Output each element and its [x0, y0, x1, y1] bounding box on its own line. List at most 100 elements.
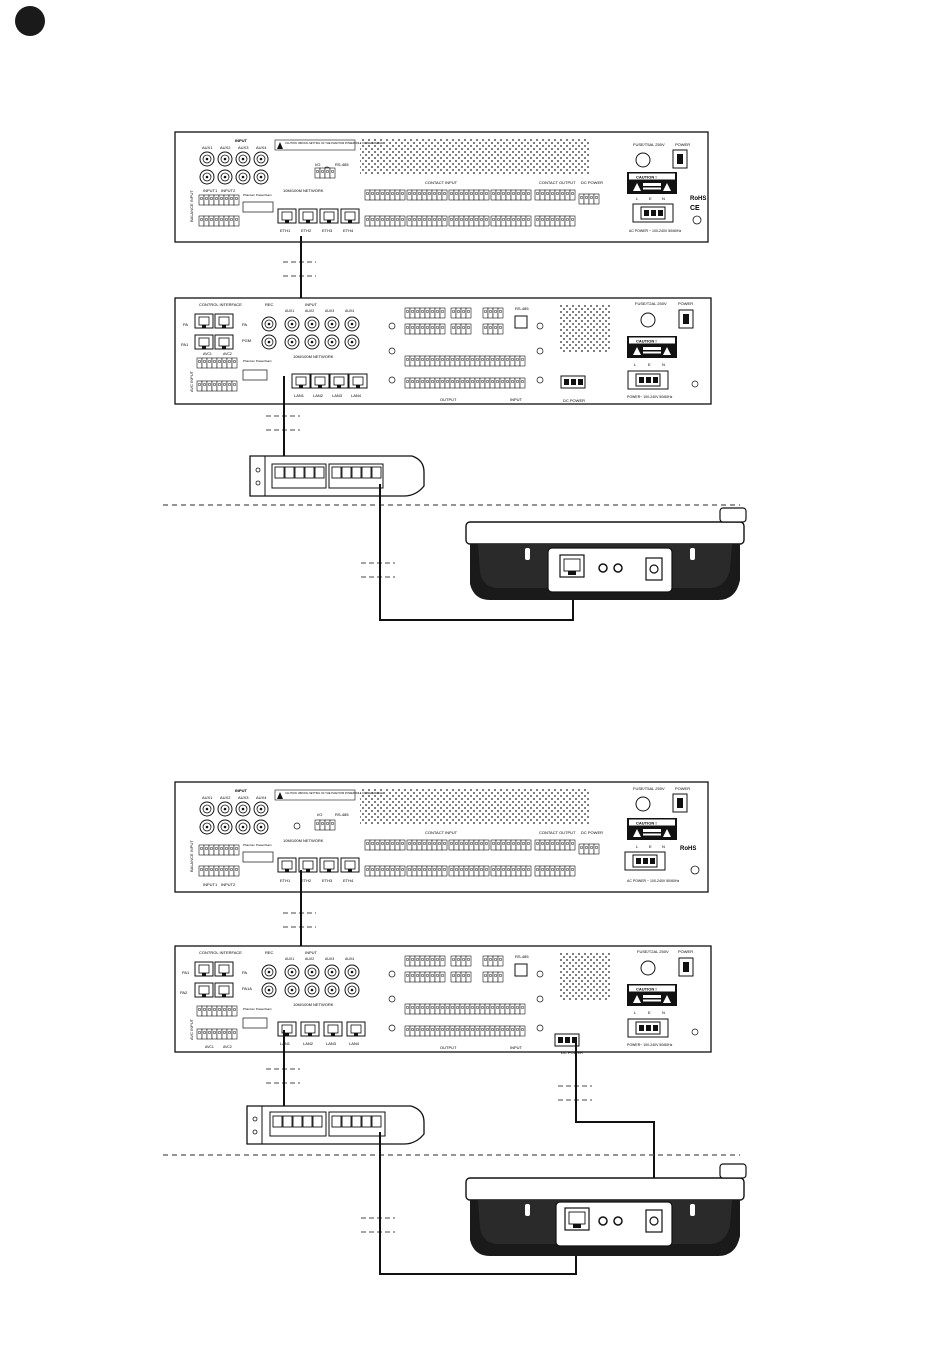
panel-label: ETH4 [343, 878, 354, 883]
matrix-unit-top: INPUT AUX1 AUX2 AUX3 AUX4 CAUTION: WRONG… [174, 131, 709, 243]
panel-label: REC [265, 950, 274, 955]
panel-label: LAN3 [326, 1041, 337, 1046]
matrix-input-title: INPUT [235, 138, 248, 143]
panel-label: CAUTION ! [636, 821, 657, 826]
panel-label: LAN2 [313, 393, 324, 398]
panel-label: LAN4 [351, 393, 362, 398]
eth-ports: ETH1 ETH2 ETH3 ETH4 [277, 208, 360, 233]
panel-label: POWER~ 100-240V 50/60Hz [627, 1043, 673, 1047]
panel-label: L [634, 362, 637, 367]
panel-label: ETH3 [322, 878, 333, 883]
matrix-unit-bottom: INPUT AUX1 AUX2 AUX3 AUX4 CAUTION: WRONG… [174, 781, 709, 893]
panel-label: AVC2 [223, 1045, 232, 1049]
panel-label: POWER [675, 142, 690, 147]
console-top [465, 507, 747, 600]
panel-label: FUSE/T2AL 250V [637, 949, 669, 954]
panel-label: POWER~ 100-240V 50/60Hz [627, 395, 673, 399]
network-switch-bottom [246, 1105, 425, 1145]
panel-label: AUX3 [325, 957, 334, 961]
panel-label: FUSE/T2AL 250V [635, 301, 667, 306]
panel-label: INPUT [235, 788, 248, 793]
panel-label: ETH1 [280, 878, 291, 883]
lan-ports: LAN1 LAN2 LAN3 LAN4 [291, 373, 368, 398]
svg-text:RoHS: RoHS [680, 846, 696, 852]
panel-label: PA1 [182, 970, 190, 975]
panel-label: I/O [317, 812, 322, 817]
panel-label: PA [242, 322, 247, 327]
panel-label: CONTACT OUTPUT [539, 180, 576, 185]
panel-label: PA1A [242, 986, 252, 991]
panel-label: PA2 [180, 990, 188, 995]
panel-label: E [648, 362, 651, 367]
panel-label: AUX1 [285, 957, 294, 961]
panel-label: AUX4 [256, 795, 267, 800]
panel-label: CONTACT INPUT [425, 180, 458, 185]
panel-label: OUTPUT [440, 397, 457, 402]
panel-label: CAUTION ! [636, 987, 657, 992]
pa-ports: PA PA1 PA PGM [181, 313, 251, 350]
panel-label: E [649, 844, 652, 849]
panel-label: AC POWER ~ 100-240V 50/60Hz [629, 229, 681, 233]
panel-label: L [636, 844, 639, 849]
panel-label: PA [183, 322, 188, 327]
panel-label: Phantom Power/Gain [243, 359, 272, 363]
panel-label: ETH1 [280, 228, 291, 233]
panel-label: L [634, 1010, 637, 1015]
panel-label: AUX2 [305, 957, 314, 961]
panel-label: BALANCE INPUT [189, 190, 194, 222]
panel-label: AVC1 [205, 1045, 214, 1049]
panel-label: INPUT [510, 1045, 523, 1050]
panel-label: 10M/100M NETWORK [283, 188, 324, 193]
panel-label: LAN2 [303, 1041, 314, 1046]
panel-label: AC POWER ~ 100-240V 50/60Hz [627, 879, 679, 883]
controller-unit-bottom: CONTROL INTERFACE PA1 PA2 PA PA1A AVC1 A… [174, 945, 712, 1055]
controller-unit-top: CONTROL INTERFACE PA PA1 PA PGM AVC1 AVC… [174, 297, 712, 405]
panel-label: ETH4 [343, 228, 354, 233]
panel-label: AUX1 [202, 795, 213, 800]
panel-label: E [648, 1010, 651, 1015]
panel-label: DC POWER [581, 180, 603, 185]
panel-label: BALANCE INPUT [189, 840, 194, 872]
panel-label: AVC1 [203, 352, 212, 356]
panel-label: LAN4 [349, 1041, 360, 1046]
panel-label: RS-485 [335, 812, 349, 817]
panel-label: CAUTION ! [636, 339, 657, 344]
panel-label: AUX1 [285, 309, 294, 313]
panel-label: N [662, 1010, 665, 1015]
panel-label: AUX3 [238, 145, 249, 150]
panel-label: DC POWER [561, 1050, 583, 1055]
panel-label: POWER [678, 301, 693, 306]
panel-label: AUX3 [238, 795, 249, 800]
panel-label: N [662, 844, 665, 849]
panel-label: RS-485 [335, 162, 349, 167]
panel-label: Phantom Power/Gain [243, 843, 272, 847]
panel-label: E [649, 196, 652, 201]
page-bullet [15, 6, 45, 36]
panel-label: AUX2 [220, 145, 231, 150]
panel-label: POWER [675, 786, 690, 791]
panel-label: LAN1 [280, 1041, 291, 1046]
panel-label: 10M/100M NETWORK [293, 354, 334, 359]
cable-dc-power-bottom [558, 1042, 655, 1218]
panel-label: INPUT2 [221, 188, 236, 193]
panel-label: LAN3 [332, 393, 343, 398]
rec-aux-jacks: AUX1 AUX2 AUX3 AUX4 [261, 309, 360, 350]
vent-grille [560, 304, 610, 352]
panel-label: INPUT1 [203, 882, 218, 887]
aux-jacks: AUX1 AUX2 AUX3 AUX4 [199, 145, 269, 185]
panel-label: ETH2 [301, 228, 312, 233]
panel-label: CONTROL INTERFACE [199, 302, 242, 307]
panel-label: PA1 [181, 342, 189, 347]
panel-label: ETH2 [301, 878, 312, 883]
panel-label: 10M/100M NETWORK [293, 1002, 334, 1007]
panel-label: N [662, 196, 665, 201]
panel-label: I/O [315, 162, 320, 167]
panel-label: AVC2 [223, 352, 232, 356]
ac-inlet: L E N [627, 362, 669, 390]
network-switch-top [249, 455, 425, 497]
panel-label: L [636, 196, 639, 201]
panel-label: RS-485 [515, 306, 529, 311]
panel-label: FUSE/T5AL 250V [633, 786, 665, 791]
panel-label: AUX4 [345, 957, 354, 961]
